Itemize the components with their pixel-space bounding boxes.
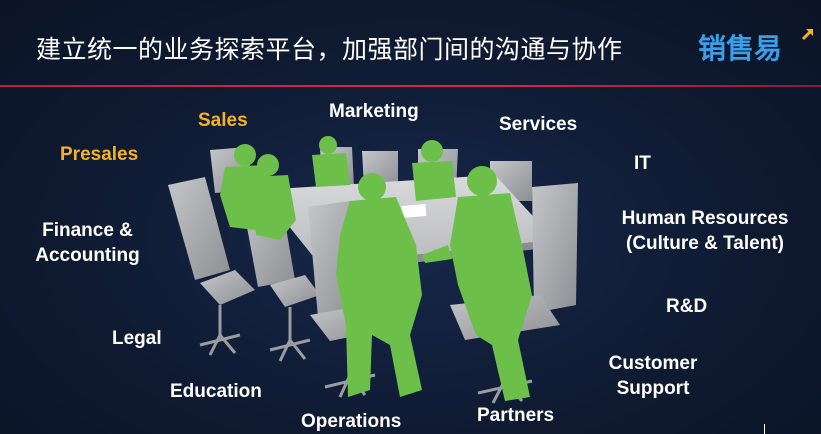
label-legal: Legal xyxy=(112,328,162,349)
footer-divider xyxy=(764,424,765,434)
label-education: Education xyxy=(170,381,262,402)
label-hr-line1: Human Resources xyxy=(621,208,789,229)
logo-arrow-icon xyxy=(801,28,814,41)
label-it: IT xyxy=(634,153,651,174)
label-sales: Sales xyxy=(198,110,248,131)
slide-title: 建立统一的业务探索平台，加强部门间的沟通与协作 xyxy=(36,35,623,64)
label-marketing: Marketing xyxy=(329,101,419,122)
label-human-resources: Human Resources (Culture & Talent) xyxy=(612,206,798,256)
title-divider xyxy=(0,85,821,87)
label-services: Services xyxy=(499,114,578,135)
label-finance-line1: Finance & xyxy=(42,220,133,241)
label-customer-line2: Support xyxy=(616,378,690,399)
label-operations: Operations xyxy=(301,411,402,432)
label-presales: Presales xyxy=(60,144,139,165)
label-finance-accounting: Finance & Accounting xyxy=(30,218,145,268)
label-finance-line2: Accounting xyxy=(35,245,140,266)
label-rd: R&D xyxy=(666,296,708,317)
brand-logo: 销售易 xyxy=(698,32,783,65)
people-silhouettes xyxy=(220,136,532,401)
label-customer-line1: Customer xyxy=(608,353,698,374)
label-customer-support: Customer Support xyxy=(600,351,706,401)
label-hr-line2: (Culture & Talent) xyxy=(626,233,784,254)
label-partners: Partners xyxy=(477,405,555,426)
meeting-illustration xyxy=(168,136,578,404)
